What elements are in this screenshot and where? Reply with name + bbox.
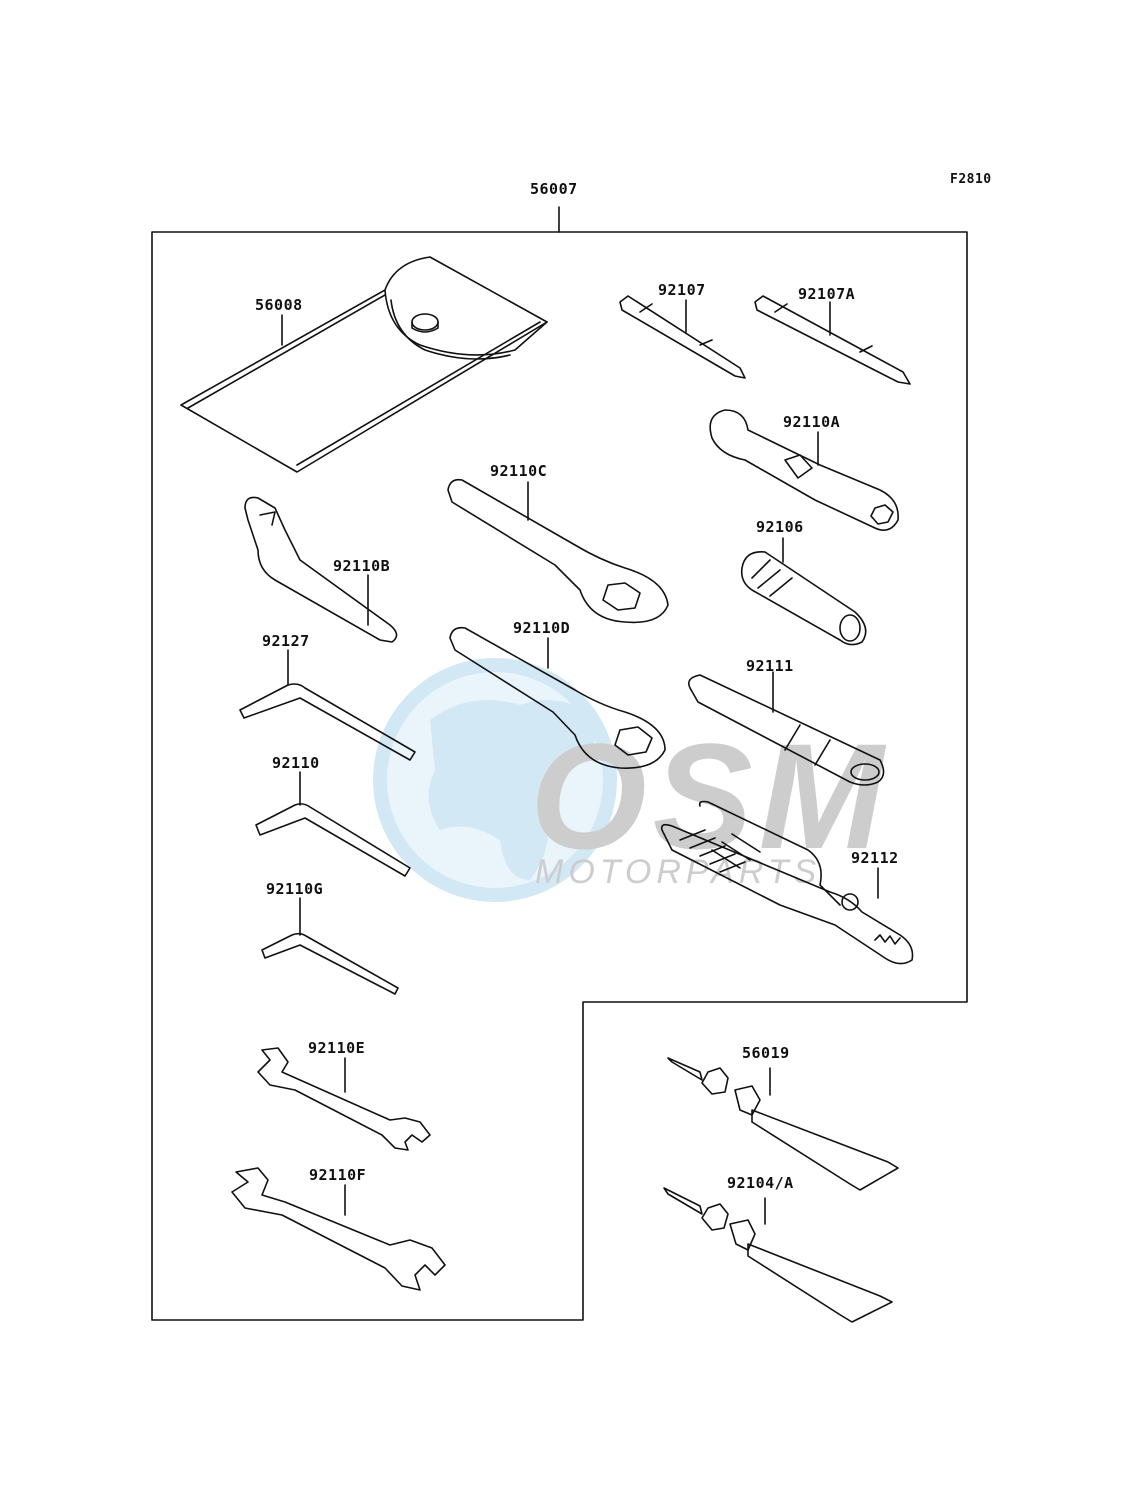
adapter-drawing (740, 537, 867, 646)
screwdriver-b-drawing (754, 295, 911, 385)
part-label-open-wrench-f[interactable]: 92110F (309, 1166, 367, 1184)
part-label-ring-spanner-c[interactable]: 92110C (490, 462, 548, 480)
part-label-kit[interactable]: 56007 (530, 180, 578, 198)
pliers-drawing (660, 800, 914, 965)
hex-key-3-drawing (261, 897, 399, 995)
hook-spanner-drawing (244, 496, 398, 643)
grease-tube-2-drawing (663, 1187, 893, 1323)
box-wrench-a-drawing (709, 409, 899, 531)
part-label-handle[interactable]: 92111 (746, 657, 794, 675)
watermark-sub-text: MOTORPARTS (535, 853, 821, 891)
part-label-hex-key-1[interactable]: 92127 (262, 632, 310, 650)
part-label-pliers[interactable]: 92112 (851, 849, 899, 867)
watermark-brand-text: OSM (530, 712, 890, 880)
part-label-hex-key-2[interactable]: 92110 (272, 754, 320, 772)
open-wrench-e-drawing (257, 1047, 431, 1151)
grease-tube-1-drawing (667, 1057, 899, 1191)
screwdriver-a-drawing (619, 295, 746, 379)
figure-code: F2810 (950, 172, 992, 187)
kit-frame (151, 231, 968, 1321)
part-label-box-wrench-a[interactable]: 92110A (783, 413, 841, 431)
part-label-open-wrench-e[interactable]: 92110E (308, 1039, 366, 1057)
open-wrench-f-drawing (231, 1167, 446, 1291)
part-label-hex-key-3[interactable]: 92110G (266, 880, 324, 898)
watermark-logo: OSM MOTORPARTS (373, 658, 890, 902)
part-label-screwdriver-b[interactable]: 92107A (798, 285, 856, 303)
ring-spanner-c-drawing (447, 478, 669, 624)
part-label-ring-spanner-d[interactable]: 92110D (513, 619, 571, 637)
part-label-pouch[interactable]: 56008 (255, 296, 303, 314)
handle-drawing (687, 671, 885, 786)
part-label-hook-spanner[interactable]: 92110B (333, 557, 391, 575)
pouch-drawing (180, 256, 548, 473)
ring-spanner-d-drawing (449, 626, 666, 769)
part-label-grease-2[interactable]: 92104/A (727, 1174, 794, 1192)
part-label-grease-1[interactable]: 56019 (742, 1044, 790, 1062)
watermark-continent-shape (428, 700, 600, 880)
part-label-screwdriver-a[interactable]: 92107 (658, 281, 706, 299)
part-label-adapter[interactable]: 92106 (756, 518, 804, 536)
hex-key-2-drawing (255, 771, 411, 877)
hex-key-1-drawing (239, 649, 416, 761)
